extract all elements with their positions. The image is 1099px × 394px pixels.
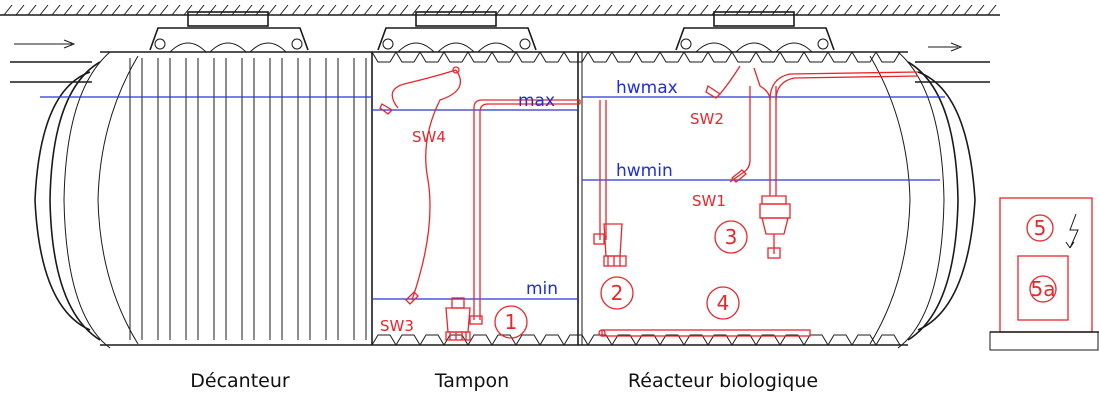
outlet-pipe [915, 42, 990, 83]
float-cable-sw4 [391, 66, 461, 301]
label-hwmin: hwmin [616, 161, 673, 181]
label-min: min [526, 279, 558, 299]
reactor-outlet-pipe [769, 71, 919, 101]
control-cabinet: 5 5a [989, 197, 1099, 351]
diffuser-4 [598, 329, 811, 337]
caption-reacteur: Réacteur biologique [628, 370, 818, 392]
float-switch-sw1 [731, 169, 747, 183]
label-sw1: SW1 [692, 192, 726, 210]
tank-body [34, 51, 976, 349]
marker-4-text: 4 [717, 291, 730, 315]
lightning-icon [1065, 213, 1079, 249]
marker-1-text: 1 [505, 310, 518, 334]
marker-5-text: 5 [1034, 216, 1047, 240]
marker-3: 3 [714, 220, 748, 254]
float-switch-sw2 [705, 65, 741, 99]
inlet-pipe [10, 39, 92, 83]
tampon-riser-pipe [473, 99, 581, 320]
marker-2: 2 [600, 276, 634, 310]
caption-decanteur: Décanteur [190, 370, 290, 392]
marker-2-text: 2 [611, 281, 624, 305]
marker-3-text: 3 [725, 225, 738, 249]
marker-5a-text: 5a [1031, 277, 1056, 301]
riser-reacteur [675, 11, 835, 53]
marker-4: 4 [706, 286, 740, 320]
pump-1 [445, 297, 483, 341]
float-switch-sw3 [405, 291, 419, 305]
label-hwmax: hwmax [616, 78, 678, 98]
riser-tampon [377, 11, 537, 53]
float-switch-sw4 [379, 103, 394, 115]
decanter-ribs [129, 58, 367, 340]
label-sw4: SW4 [412, 128, 446, 146]
label-max: max [518, 91, 555, 111]
marker-1: 1 [494, 305, 528, 339]
caption-tampon: Tampon [434, 370, 509, 392]
label-sw3: SW3 [380, 317, 414, 335]
label-sw2: SW2 [690, 110, 724, 128]
riser-decanteur [149, 11, 309, 53]
ground-surface [0, 4, 1000, 16]
pump-2 [593, 100, 627, 267]
